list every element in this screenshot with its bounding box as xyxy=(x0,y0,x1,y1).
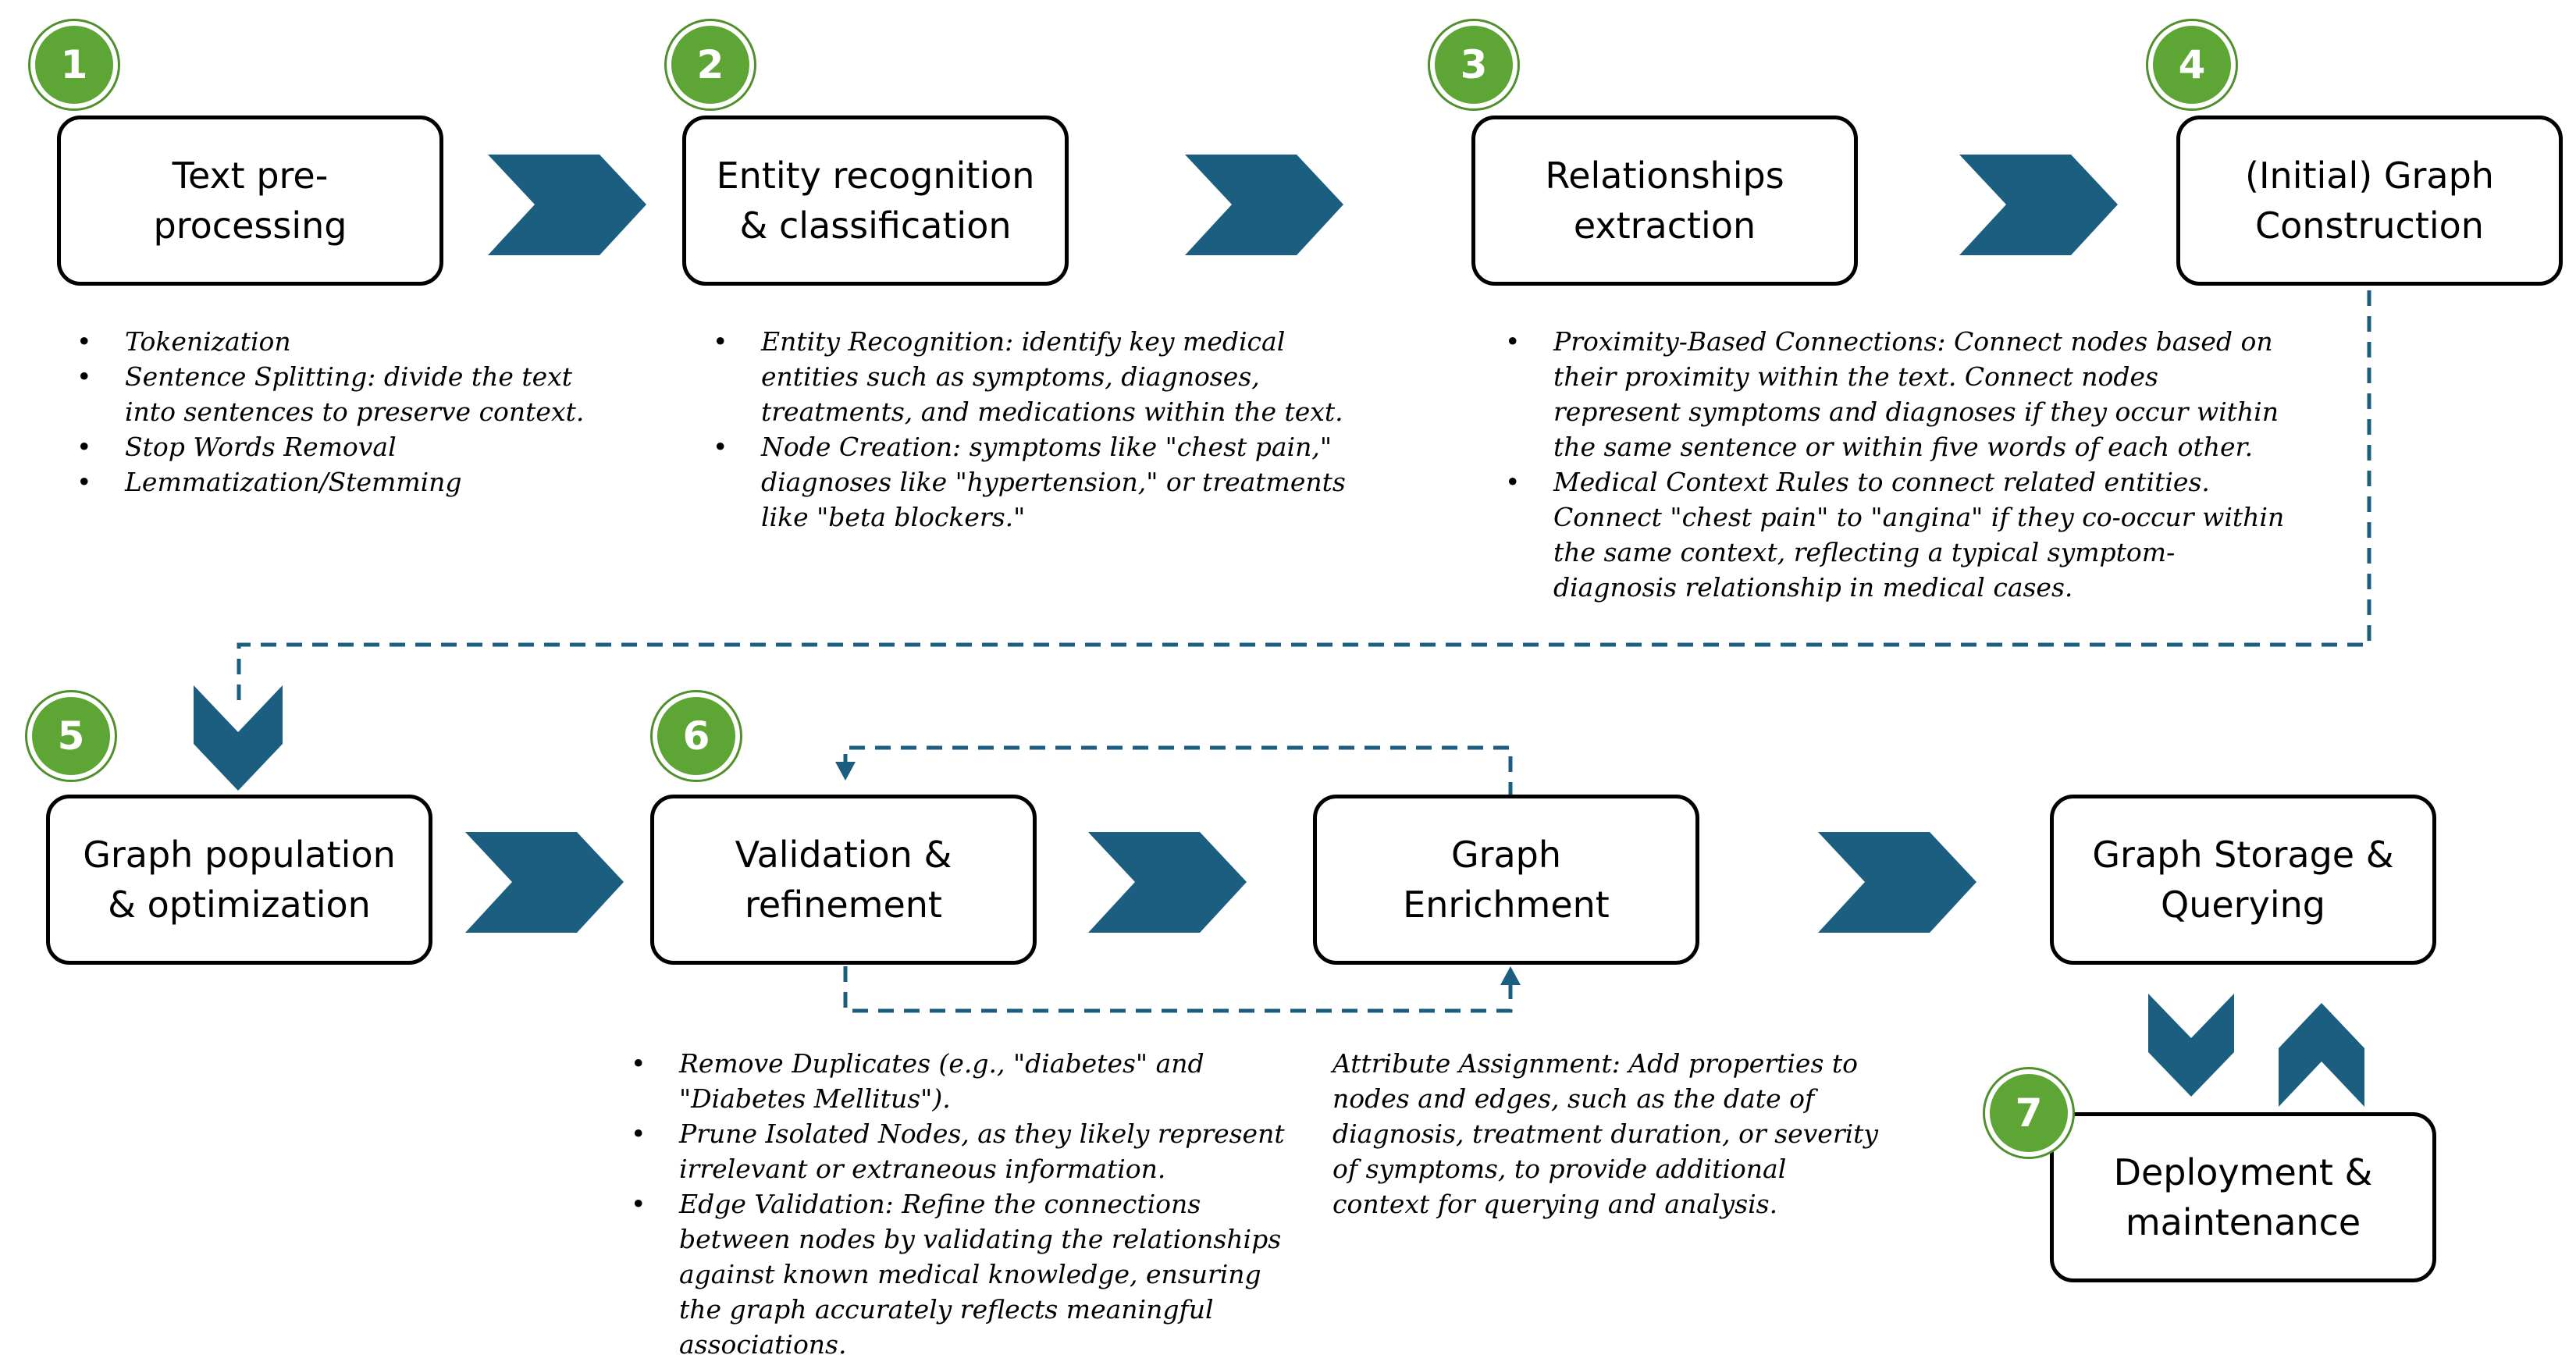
note-item: Prune Isolated Nodes, as they likely rep… xyxy=(617,1116,1311,1186)
chevron-up-to-storage xyxy=(2279,1003,2364,1107)
flow-chevrons xyxy=(194,155,2364,1107)
note-item: Edge Validation: Refine the connections … xyxy=(617,1186,1311,1362)
stage-label: Graph population & optimization xyxy=(83,834,396,926)
step-badge-1: 1 xyxy=(30,21,118,108)
step-badge-4: 4 xyxy=(2148,21,2236,108)
notes-entity-recognition: Entity Recognition: identify key medical… xyxy=(699,324,1386,535)
arrowhead-to-validation xyxy=(835,762,856,781)
note-item: Lemmatization/Stemming xyxy=(62,464,609,500)
notes-enrichment: Attribute Assignment: Add properties to … xyxy=(1332,1046,1887,1222)
chevron-6-to-enrichment xyxy=(1088,832,1247,933)
connector-arrowheads xyxy=(835,762,1521,985)
stage-entity-recognition: Entity recognition & classification xyxy=(682,116,1069,286)
stage-validation-refinement: Validation & refinement xyxy=(650,795,1037,965)
stage-label: (Initial) Graph Construction xyxy=(2245,155,2494,247)
note-item: Tokenization xyxy=(62,324,609,359)
connector-enrichment-to-validation xyxy=(843,745,1513,798)
stage-graph-storage: Graph Storage & Querying xyxy=(2050,795,2436,965)
stage-graph-construction: (Initial) Graph Construction xyxy=(2176,116,2563,286)
chevron-enrichment-to-storage xyxy=(1818,832,1976,933)
stage-label: Relationships extraction xyxy=(1545,155,1784,247)
chevron-1-to-2 xyxy=(488,155,646,255)
stage-label: Entity recognition & classification xyxy=(716,155,1035,247)
connector-4-to-5 xyxy=(237,290,2371,702)
step-badge-5: 5 xyxy=(27,692,115,780)
chevron-5-to-6 xyxy=(465,832,624,933)
notes-preprocessing: Tokenization Sentence Splitting: divide … xyxy=(62,324,609,500)
stage-label: Graph Enrichment xyxy=(1403,834,1610,926)
note-item: Sentence Splitting: divide the text into… xyxy=(62,359,609,429)
note-item: Entity Recognition: identify key medical… xyxy=(699,324,1386,429)
notes-validation: Remove Duplicates (e.g., "diabetes" and … xyxy=(617,1046,1311,1362)
chevron-2-to-3 xyxy=(1185,155,1343,255)
stage-label: Graph Storage & Querying xyxy=(2092,834,2394,926)
step-badge-7: 7 xyxy=(1985,1069,2073,1157)
note-item: Remove Duplicates (e.g., "diabetes" and … xyxy=(617,1046,1311,1116)
arrowhead-to-enrichment xyxy=(1500,966,1521,985)
note-item: Proximity-Based Connections: Connect nod… xyxy=(1491,324,2287,464)
chevron-down-to-deployment xyxy=(2148,994,2234,1097)
note-item: Stop Words Removal xyxy=(62,429,609,464)
step-badge-2: 2 xyxy=(667,21,754,108)
stage-relationships-extraction: Relationships extraction xyxy=(1471,116,1858,286)
note-item: Node Creation: symptoms like "chest pain… xyxy=(699,429,1386,535)
stage-label: Deployment & maintenance xyxy=(2113,1151,2373,1243)
chevron-down-into-5 xyxy=(194,685,283,791)
stage-label: Validation & refinement xyxy=(735,834,952,926)
note-item: Medical Context Rules to connect related… xyxy=(1491,464,2287,605)
stage-text-preprocessing: Text pre- processing xyxy=(57,116,443,286)
notes-relationships: Proximity-Based Connections: Connect nod… xyxy=(1491,324,2287,605)
stage-deployment: Deployment & maintenance xyxy=(2050,1112,2436,1282)
stage-label: Text pre- processing xyxy=(153,155,347,247)
connector-validation-to-enrichment xyxy=(843,966,1513,1013)
step-badge-6: 6 xyxy=(653,692,740,780)
note-item: Attribute Assignment: Add properties to … xyxy=(1332,1048,1879,1219)
step-badge-3: 3 xyxy=(1430,21,1517,108)
dashed-connectors xyxy=(237,290,2371,1013)
stage-graph-population: Graph population & optimization xyxy=(46,795,432,965)
chevron-3-to-4 xyxy=(1959,155,2118,255)
stage-graph-enrichment: Graph Enrichment xyxy=(1313,795,1699,965)
